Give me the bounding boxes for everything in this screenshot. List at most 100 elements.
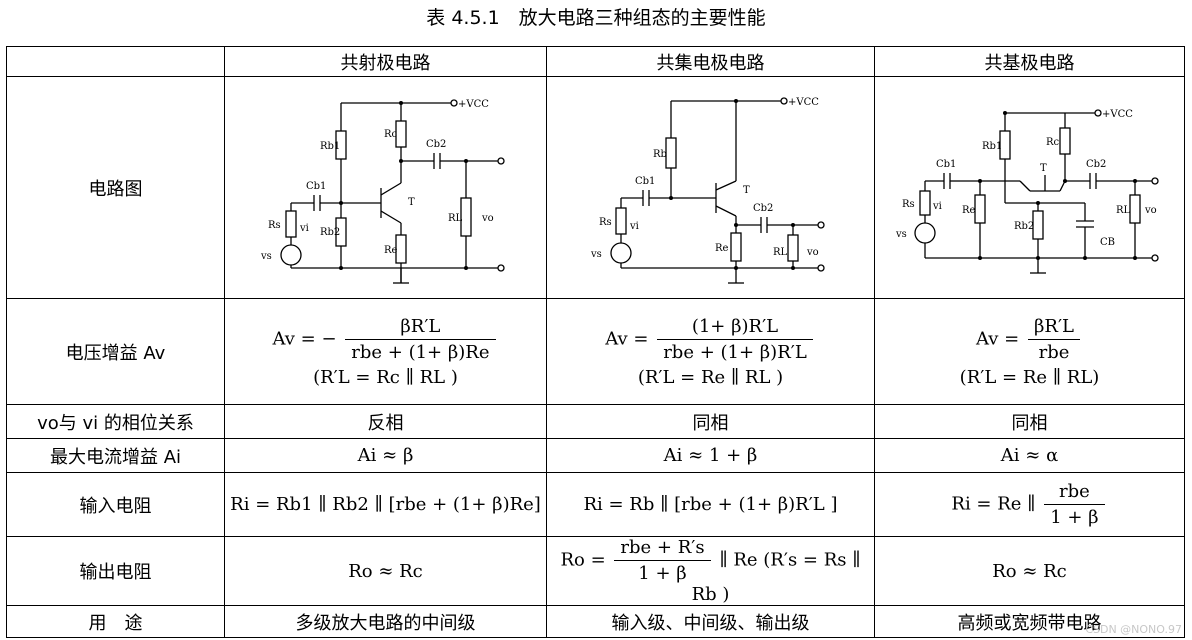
phase-cc: 同相 — [546, 404, 875, 439]
label-cb2: Cb2 — [426, 139, 446, 150]
header-common-collector: 共集电极电路 — [546, 46, 875, 77]
row-label-output-resistance: 输出电阻 — [6, 536, 225, 606]
label-vs: vs — [590, 249, 602, 260]
vg-ce-lhs: Av = − — [272, 328, 337, 349]
label-cb: CB — [1100, 237, 1115, 248]
label-rl: RL — [1116, 205, 1131, 216]
ro-cc-fraction: rbe + R′s 1 + β — [614, 538, 711, 584]
row-label-usage: 用 途 — [6, 605, 225, 638]
label-vo: vo — [481, 213, 494, 224]
label-vi: vi — [629, 221, 639, 232]
label-cb1: Cb1 — [936, 159, 956, 170]
current-gain-cc: Ai ≈ 1 + β — [546, 438, 875, 473]
label-rc: Rc — [1046, 137, 1060, 148]
ro-cc-denominator: 1 + β — [638, 563, 687, 584]
label-rs: Rs — [599, 217, 612, 228]
table-title: 表 4.5.1 放大电路三种组态的主要性能 — [426, 7, 766, 29]
row-label-voltage-gain: 电压增益 Av — [6, 298, 225, 405]
row-label-phase: vo与 vi 的相位关系 — [6, 404, 225, 439]
current-gain-row: 最大电流增益 Ai Ai ≈ β Ai ≈ 1 + β Ai ≈ α — [6, 438, 1185, 473]
phase-ce: 反相 — [224, 404, 547, 439]
output-resistance-ce: Ro ≈ Rc — [224, 536, 547, 606]
vg-ce-condition: (R′L = Rc ∥ RL ) — [313, 366, 458, 388]
vg-cb-numerator: βR′L — [1027, 316, 1080, 340]
circuit-common-base: +VCC Rb1 Rc T Rb2 Re CB Cb2 Cb1 RL vo Rs… — [874, 76, 1185, 299]
ri-cb-numerator: rbe — [1044, 481, 1105, 505]
vg-cb-denominator: rbe — [1038, 341, 1070, 363]
vg-cc-lhs: Av = — [605, 328, 649, 349]
ri-cb-lhs: Ri = Re ∥ — [951, 493, 1036, 515]
label-rl: RL — [773, 247, 788, 258]
usage-cc: 输入级、中间级、输出级 — [546, 605, 875, 638]
label-vs: vs — [895, 229, 907, 240]
label-re: Re — [715, 243, 729, 254]
label-rs: Rs — [268, 220, 281, 231]
label-cb1: Cb1 — [635, 176, 655, 187]
header-empty — [6, 46, 225, 77]
label-rb: Rb — [653, 149, 667, 160]
common-base-schematic: +VCC Rb1 Rc T Rb2 Re CB Cb2 Cb1 RL vo Rs… — [895, 109, 1159, 274]
label-rb1: Rb1 — [982, 141, 1002, 152]
voltage-gain-ce: Av = − βR′L rbe + (1+ β)Re (R′L = Rc ∥ R… — [224, 298, 547, 405]
current-gain-cb: Ai ≈ α — [874, 438, 1185, 473]
vg-cb-condition: (R′L = Re ∥ RL) — [959, 366, 1100, 388]
input-resistance-row: 输入电阻 Ri = Rb1 ∥ Rb2 ∥ [rbe + (1+ β)Re] R… — [6, 472, 1185, 537]
current-gain-ce: Ai ≈ β — [224, 438, 547, 473]
usage-cb: 高频或宽频带电路 — [874, 605, 1185, 638]
ro-cc-rest: ∥ Re (R′s = Rs ∥ Rb ) — [691, 549, 861, 605]
input-resistance-ce: Ri = Rb1 ∥ Rb2 ∥ [rbe + (1+ β)Re] — [224, 472, 547, 537]
ro-cc-lhs: Ro = — [560, 549, 606, 571]
vg-ce-denominator: rbe + (1+ β)Re — [351, 341, 490, 363]
label-rc: Rc — [384, 129, 398, 140]
vg-cb-lhs: Av = — [976, 328, 1020, 349]
label-vi: vi — [932, 201, 942, 212]
phase-cb: 同相 — [874, 404, 1185, 439]
label-vo: vo — [806, 247, 819, 258]
phase-row: vo与 vi 的相位关系 反相 同相 同相 — [6, 404, 1185, 439]
label-vcc: +VCC — [788, 97, 819, 108]
header-common-emitter: 共射极电路 — [224, 46, 547, 77]
row-label-current-gain: 最大电流增益 Ai — [6, 438, 225, 473]
label-cb2: Cb2 — [1086, 159, 1106, 170]
vg-ce-fraction: βR′L rbe + (1+ β)Re — [345, 316, 496, 363]
label-rb2: Rb2 — [1014, 221, 1034, 232]
ro-cc-numerator: rbe + R′s — [614, 538, 711, 561]
usage-row: 用 途 多级放大电路的中间级 输入级、中间级、输出级 高频或宽频带电路 — [6, 605, 1185, 638]
label-vcc: +VCC — [1102, 109, 1133, 120]
input-resistance-cc: Ri = Rb ∥ [rbe + (1+ β)R′L ] — [546, 472, 875, 537]
performance-table: 共射极电路 共集电极电路 共基极电路 电路图 — [6, 46, 1185, 638]
label-rb2: Rb2 — [320, 227, 340, 238]
label-cb2: Cb2 — [753, 203, 773, 214]
header-common-base: 共基极电路 — [874, 46, 1185, 77]
vg-cc-numerator: (1+ β)R′L — [657, 316, 813, 340]
label-rb1: Rb1 — [320, 141, 340, 152]
row-label-circuit: 电路图 — [6, 76, 225, 299]
voltage-gain-cb: Av = βR′L rbe (R′L = Re ∥ RL) — [874, 298, 1185, 405]
label-vi: vi — [299, 223, 309, 234]
label-re: Re — [384, 245, 398, 256]
output-resistance-row: 输出电阻 Ro ≈ Rc Ro = rbe + R′s 1 + β ∥ Re (… — [6, 536, 1185, 606]
label-rl: RL — [448, 213, 463, 224]
header-row: 共射极电路 共集电极电路 共基极电路 — [6, 46, 1185, 77]
label-transistor: T — [743, 185, 750, 196]
circuit-common-emitter: +VCC Rb1 Rb2 Rc Re T Cb2 Cb1 RL vo Rs vi… — [224, 76, 547, 299]
row-label-input-resistance: 输入电阻 — [6, 472, 225, 537]
label-vs: vs — [260, 251, 272, 262]
label-vo: vo — [1144, 205, 1157, 216]
usage-ce: 多级放大电路的中间级 — [224, 605, 547, 638]
circuit-common-collector: +VCC Rb T Re Cb2 Cb1 RL vo Rs vi vs — [546, 76, 875, 299]
common-collector-schematic: +VCC Rb T Re Cb2 Cb1 RL vo Rs vi vs — [590, 97, 825, 284]
vg-cc-denominator: rbe + (1+ β)R′L — [663, 341, 807, 363]
vg-cb-fraction: βR′L rbe — [1027, 316, 1080, 363]
voltage-gain-cc: Av = (1+ β)R′L rbe + (1+ β)R′L (R′L = Re… — [546, 298, 875, 405]
label-vcc: +VCC — [458, 99, 489, 110]
vg-ce-numerator: βR′L — [345, 316, 496, 340]
vg-cc-fraction: (1+ β)R′L rbe + (1+ β)R′L — [657, 316, 813, 363]
output-resistance-cb: Ro ≈ Rc — [874, 536, 1185, 606]
label-rs: Rs — [902, 199, 915, 210]
input-resistance-cb: Ri = Re ∥ rbe 1 + β — [874, 472, 1185, 537]
watermark: CSDN @NONO.97 — [1085, 623, 1182, 636]
circuit-row: 电路图 — [6, 76, 1185, 299]
label-transistor: T — [1040, 163, 1047, 174]
label-re: Re — [962, 205, 976, 216]
